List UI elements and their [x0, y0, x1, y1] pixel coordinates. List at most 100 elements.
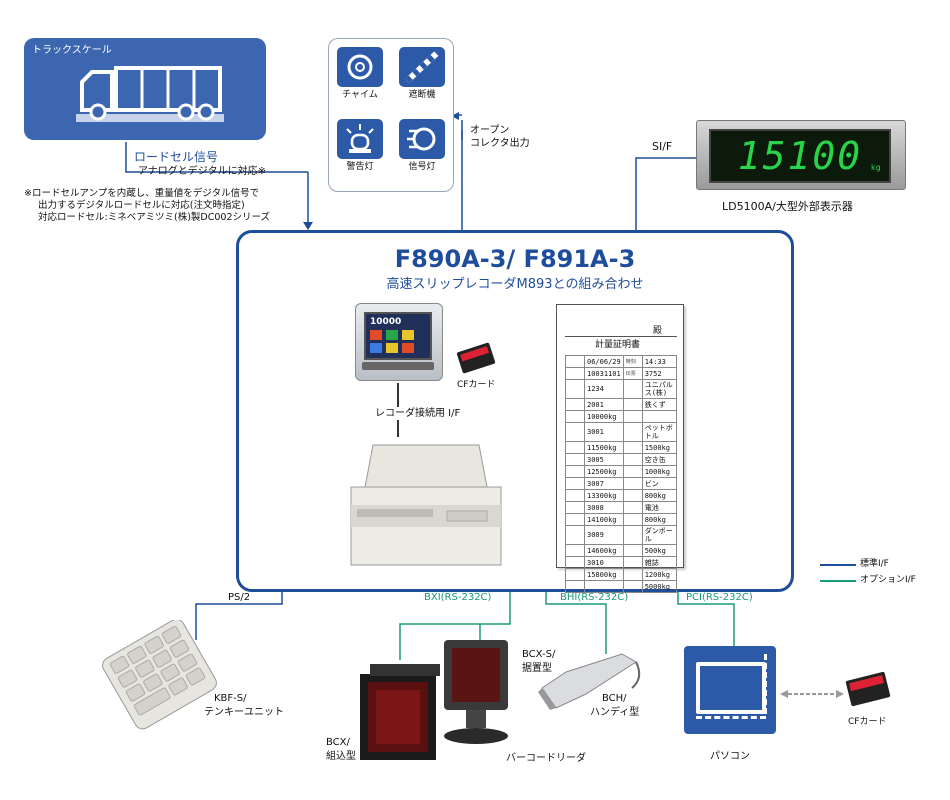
display-unit: kg	[871, 163, 881, 172]
slip-cell	[622, 453, 643, 466]
slip-row: 3007 ビン	[565, 477, 678, 490]
slip-cell: 500kg	[641, 544, 678, 557]
slip-row: 11500kg 1500kg	[565, 441, 678, 454]
slip-cell: 3007	[584, 477, 624, 490]
slip-cell: 2001	[584, 398, 624, 411]
slip-row: 10000kg	[565, 410, 678, 423]
slip-cell	[565, 556, 585, 569]
bcxs-label-1: BCX-S/	[522, 649, 556, 660]
slip-cell	[565, 422, 585, 442]
slip-cell	[622, 525, 643, 545]
indicator-screen: 10000	[364, 312, 432, 360]
slip-cell	[565, 379, 585, 399]
warning-light-label: 警告灯	[346, 162, 374, 172]
slip-cell: 3752	[641, 367, 678, 380]
gate-icon	[399, 47, 445, 87]
open-collector-label-1: オープン	[470, 125, 510, 136]
chime-label: チャイム	[342, 90, 378, 100]
bcx-label-1: BCX/	[326, 737, 350, 748]
footnote-line-1: ※ロードセルアンプを内蔵し、重量値をデジタル信号で	[24, 188, 260, 199]
bch-label-1: BCH/	[602, 693, 627, 704]
slip-cell: 伝票	[622, 367, 643, 380]
slip-row: 3009 ダンボール	[565, 525, 678, 545]
slip-cell: 1500kg	[641, 441, 678, 454]
chime-icon	[337, 47, 383, 87]
slip-cell: ユニパルス(株)	[641, 379, 678, 399]
slip-cell: ペットボトル	[641, 422, 678, 442]
slip-cell	[622, 441, 643, 454]
pc-label: パソコン	[710, 751, 750, 762]
external-display: 15100 kg	[696, 120, 906, 190]
slip-cell: 3008	[584, 501, 624, 514]
slip-cell: 5000kg	[641, 580, 678, 593]
slip-title: 計量証明書	[595, 340, 641, 350]
slip-heading: 殿	[653, 326, 663, 336]
signal-light-icon	[399, 119, 445, 159]
slip-cell	[622, 544, 643, 557]
bcxs-label-2: 据置型	[522, 663, 552, 674]
display-screen: 15100 kg	[709, 129, 891, 183]
slip-cell: ビン	[641, 477, 678, 490]
signal-light-label: 信号灯	[408, 162, 436, 172]
slip-cell	[622, 398, 643, 411]
bxi-label: BXI(RS-232C)	[424, 592, 492, 603]
pc-icon	[684, 646, 776, 734]
truck-scale-title: トラックスケール	[32, 45, 112, 56]
slip-cell	[565, 367, 585, 380]
cf-card-label: CFカード	[457, 380, 496, 390]
slip-cell: 14:33	[641, 355, 678, 368]
bcx-label-2: 組込型	[326, 751, 356, 762]
slip-cell	[565, 441, 585, 454]
slip-cell: 3009	[584, 525, 624, 545]
alarm-devices-panel: チャイム 遮断機 警告灯 信号灯	[328, 38, 454, 192]
slip-cell: 時刻	[622, 355, 643, 368]
slip-cell: 3005	[584, 453, 624, 466]
slip-cell: 13300kg	[584, 489, 624, 502]
slip-cell: 10000kg	[584, 410, 624, 423]
slip-cell	[565, 355, 585, 368]
slip-cell: 11500kg	[584, 441, 624, 454]
slip-cell: 800kg	[641, 489, 678, 502]
keypad-icon	[102, 620, 217, 730]
slip-cell: 雑誌	[641, 556, 678, 569]
slip-cell: 1234	[584, 379, 624, 399]
indicator-device: 10000	[355, 303, 443, 381]
slip-cell: ダンボール	[641, 525, 678, 545]
legend-standard-line	[820, 564, 856, 566]
slip-cell: 12500kg	[584, 465, 624, 478]
slip-row: 1234 ユニパルス(株)	[565, 379, 678, 399]
slip-cell	[622, 513, 643, 526]
sif-label: SI/F	[652, 140, 673, 153]
slip-cell	[565, 410, 585, 423]
recorder-if-label: レコーダ接続用 I/F	[375, 407, 461, 420]
slip-cell	[622, 422, 643, 442]
slip-cell: 14600kg	[584, 544, 624, 557]
slip-cell: 06/06/29	[584, 355, 624, 368]
cf-card-icon	[456, 342, 496, 374]
gate-label: 遮断機	[408, 90, 436, 100]
bch-label-2: ハンディ型	[590, 707, 640, 718]
truck-scale-panel: トラックスケール	[24, 38, 266, 140]
indicator-screen-value: 10000	[370, 317, 402, 327]
cf-card-bottom-label: CFカード	[848, 717, 887, 727]
slip-cell	[622, 379, 643, 399]
slip-printer-icon	[350, 444, 502, 566]
main-unit-box: F890A-3/ F891A-3 高速スリップレコーダM893との組み合わせ 1…	[236, 230, 794, 592]
bhi-label: BHI(RS-232C)	[560, 592, 629, 603]
slip-cell	[641, 410, 678, 423]
slip-cell	[622, 489, 643, 502]
slip-cell	[565, 525, 585, 545]
slip-cell: 800kg	[641, 513, 678, 526]
main-title: F890A-3/ F891A-3	[394, 245, 636, 273]
legend-option-label: オプションI/F	[860, 575, 916, 585]
slip-cell	[622, 501, 643, 514]
